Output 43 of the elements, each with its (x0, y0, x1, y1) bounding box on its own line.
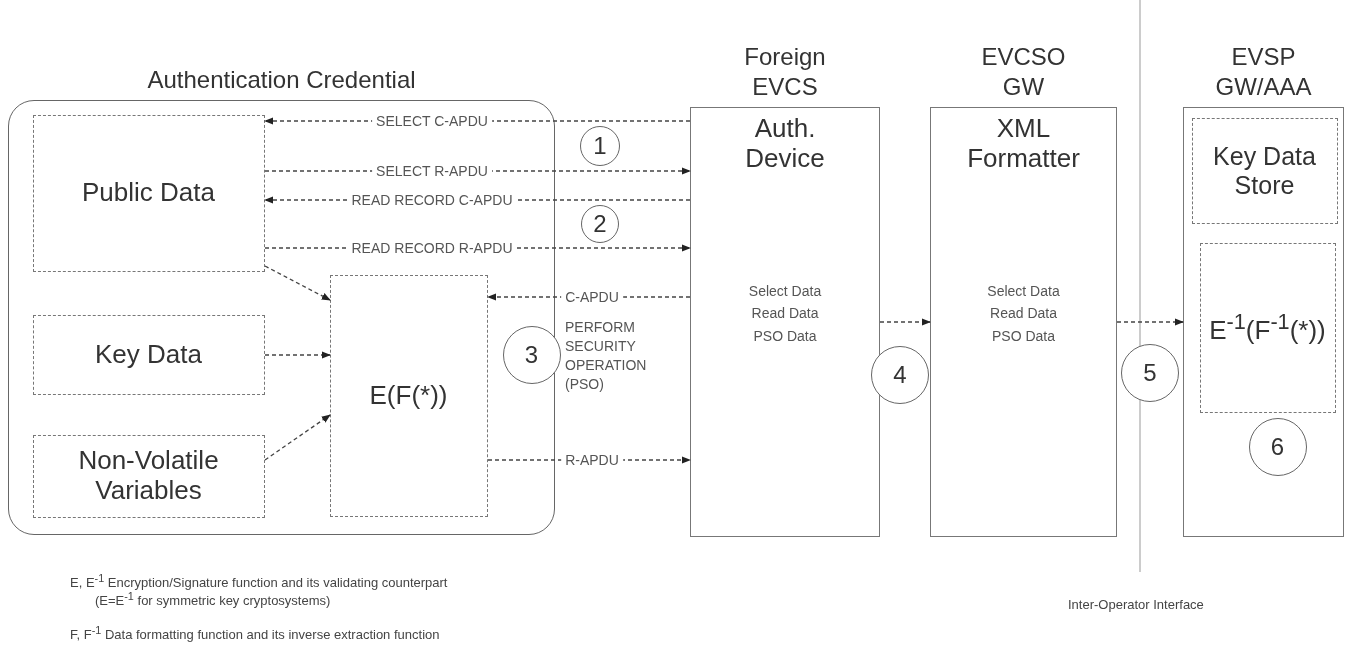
footnote: F, F$^{-1}$ Data formatting function and its inverse extraction function (70, 624, 440, 643)
edge-label: SELECT R-APDU (372, 163, 492, 179)
step-number: 6 (1269, 432, 1286, 461)
block-label: Non-Volatile Variables (77, 446, 220, 506)
component-title: Auth. Device (744, 114, 826, 174)
step-number: 4 (892, 361, 908, 389)
edge-label: READ RECORD R-APDU (347, 240, 517, 256)
block-label: E(F(*)) (368, 380, 449, 411)
edge-label: READ RECORD C-APDU (347, 192, 517, 208)
interface-label: Inter-Operator Interface (1068, 597, 1204, 612)
data-list: Select Data Read Data PSO Data (975, 280, 1072, 348)
footnote: (E=E$^{-1}$ for symmetric key cryptosystems) (95, 590, 331, 609)
edge-label: SELECT C-APDU (372, 113, 492, 129)
block-label: Key Data (94, 339, 203, 370)
step-number: 3 (523, 340, 540, 369)
step-circle (581, 205, 619, 243)
column-heading: EVCSO GW (980, 42, 1067, 102)
edge-label: R-APDU (561, 452, 623, 468)
data-list: Select Data Read Data PSO Data (737, 280, 833, 348)
dashed-block (1199, 242, 1336, 413)
footnote: E, E$^{-1}$ Encryption/Signature function and its validating counterpart (70, 572, 448, 591)
dashed-block (32, 114, 265, 272)
dashed-block (32, 434, 265, 518)
group-heading: Authentication Credential (146, 65, 417, 95)
message-arrow (264, 265, 331, 301)
message-arrow (264, 351, 331, 359)
dashed-block (32, 314, 265, 395)
message-arrow (1116, 318, 1184, 326)
dashed-block (329, 274, 488, 517)
block-label: Key Data Store (1212, 141, 1317, 200)
message-arrow (264, 414, 331, 461)
column-heading: Foreign EVCS (743, 42, 827, 102)
column-heading: EVSP GW/AAA (1214, 42, 1313, 102)
step-number: 2 (592, 210, 608, 238)
block-label: E$^{-1}$(F$^{-1}$(*)) (1208, 309, 1327, 346)
dashed-block (1191, 117, 1338, 224)
message-arrow (879, 318, 931, 326)
step-circle (580, 126, 620, 166)
step-number: 1 (592, 132, 608, 160)
edge-label: C-APDU (561, 289, 623, 305)
component-title: XML Formatter (966, 114, 1081, 174)
step-number: 5 (1142, 359, 1158, 387)
block-label: Public Data (81, 178, 216, 208)
